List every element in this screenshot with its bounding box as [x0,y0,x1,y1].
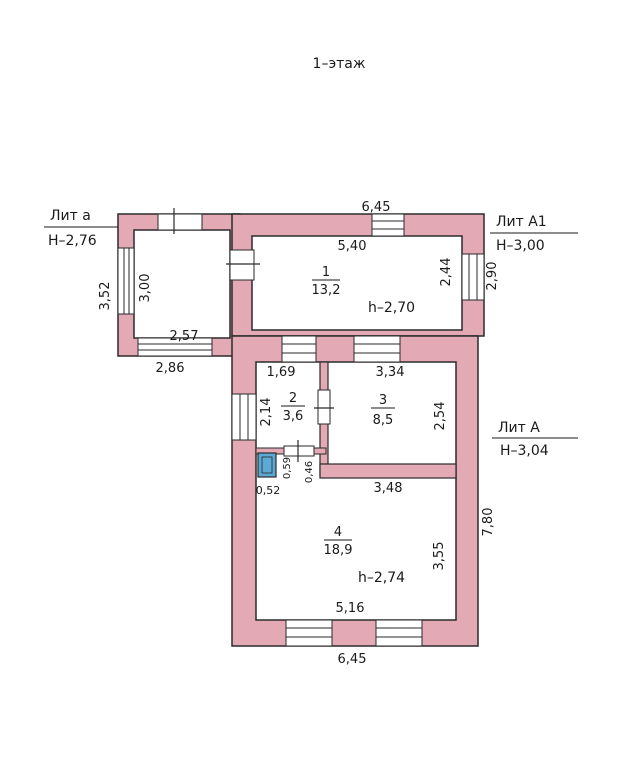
window-top-room-1 [371,213,405,237]
room-3-number: 3 [379,393,387,408]
dim-room-1-width: 5,40 [338,239,367,254]
room-1-height: h–2,70 [368,300,415,316]
room-1-number: 1 [322,265,330,280]
window-room-2-top [281,335,317,363]
room-2-area: 3,6 [283,409,304,424]
room-3-area: 8,5 [373,413,394,428]
lit-a-small-name: Лит a [50,208,91,224]
label-lit-a: Лит A H–3,04 [492,420,578,459]
lit-a-name: Лит A [498,420,540,436]
dim-top-width: 6,45 [362,200,391,215]
dim-annex-outer-height: 3,52 [98,282,113,311]
room-1-label: 1 13,2 h–2,70 [312,265,416,316]
dim-room-2-width: 1,69 [267,365,296,380]
dim-room-4-top-width: 3,48 [374,481,403,496]
wall-partition-3-4 [319,463,457,479]
windows [117,213,485,647]
window-room-1-right [461,253,485,301]
dim-door-0-46: 0,46 [304,461,315,483]
lit-a1-height: H–3,00 [496,238,545,254]
room-2-label: 2 3,6 [281,391,305,424]
window-annex-bottom [137,337,213,357]
window-room-2-left [231,393,257,441]
window-room-4-bottom-1 [285,619,333,647]
room-1-area: 13,2 [312,283,341,298]
dim-a1-outer-height: 2,90 [485,262,500,291]
door-room-2-to-3 [314,389,334,425]
room-4-area: 18,9 [324,543,353,558]
dim-door-0-59: 0,59 [282,457,293,479]
dim-annex-outer-width: 2,86 [156,361,185,376]
lit-a-height: H–3,04 [500,443,549,459]
fixture-icon [257,452,277,478]
room-3-label: 3 8,5 [371,393,395,428]
fixture-inner [261,456,273,474]
dim-lit-a-outer-height: 7,80 [481,508,496,537]
dim-fixture-width: 0,52 [256,484,281,497]
room-4-label: 4 18,9 h–2,74 [324,525,406,586]
room-4-number: 4 [334,525,342,540]
dim-room-2-height: 2,14 [259,398,274,427]
door-annex-top [157,208,203,234]
room-2-number: 2 [289,391,297,406]
dim-annex-inner-width: 2,57 [170,329,199,344]
door-annex-to-room-1 [226,249,260,281]
window-room-3-top [353,335,401,363]
dim-bottom-width: 6,45 [338,652,367,667]
plan-title: 1–этаж [313,56,366,72]
window-annex-left [117,247,135,315]
dim-room-4-height: 3,55 [432,542,447,571]
dim-room-3-width: 3,34 [376,365,405,380]
window-room-4-bottom-2 [375,619,423,647]
doors [157,208,334,462]
dim-annex-inner-height: 3,00 [138,274,153,303]
label-lit-a1: Лит A1 H–3,00 [490,214,578,254]
lit-a1-name: Лит A1 [496,214,547,230]
room-4-height: h–2,74 [358,570,405,586]
door-room-2-to-4 [283,440,315,462]
dim-room-3-height: 2,54 [433,402,448,431]
dimensions: 6,45 5,40 2,57 2,86 1,69 3,34 0,52 3,48 … [98,200,500,667]
lit-a-small-height: H–2,76 [48,233,97,249]
label-lit-a-small: Лит a H–2,76 [44,208,118,249]
dim-room-4-width: 5,16 [336,601,365,616]
dim-room-1-height: 2,44 [439,258,454,287]
